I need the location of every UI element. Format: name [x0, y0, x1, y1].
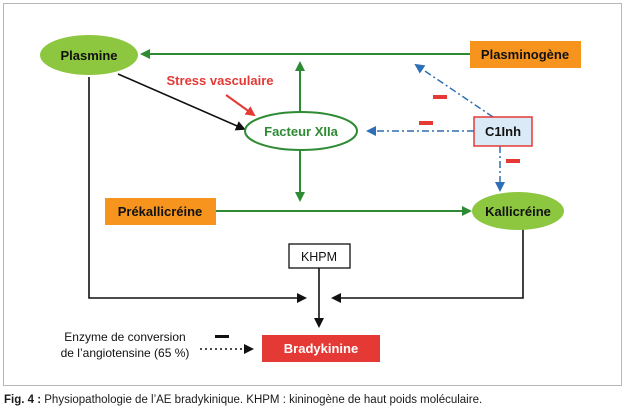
c1inh-label: C1Inh [485, 124, 521, 139]
c1inh-node [473, 116, 533, 147]
bradykinine-node [262, 335, 380, 362]
prekallicreine-node [105, 198, 216, 225]
bradykinine-label: Bradykinine [284, 341, 358, 356]
plasminogene-node [470, 41, 581, 68]
khpm-label: KHPM [301, 250, 337, 264]
kallicreine-node [472, 192, 564, 230]
khpm-node [288, 243, 351, 269]
arrow-plasmine-to-bradykinine [88, 77, 307, 303]
caption-label: Fig. 4 : [4, 394, 42, 406]
enzyme-label-line2: de l’angiotensine (65 %) [61, 346, 190, 360]
pathophysiology-diagram: Plasmine Plasminogène Stress vasculaire … [40, 35, 581, 362]
figure-caption: Fig. 4 : Physiopathologie de l’AE bradyk… [4, 394, 624, 406]
inhibition-mark-enzyme [215, 335, 229, 338]
arrow-plasmine-to-facteur [117, 73, 246, 131]
figure-frame [3, 3, 622, 386]
arrow-c1inh-to-plasminogene [414, 63, 494, 118]
facteur-xiia-node [244, 111, 358, 151]
prekallicreine-label: Prékallicréine [118, 204, 203, 219]
stress-label: Stress vasculaire [167, 73, 274, 88]
plasmine-label: Plasmine [60, 48, 117, 63]
kallicreine-label: Kallicréine [485, 204, 551, 219]
facteur-xiia-label: Facteur XIIa [264, 124, 338, 139]
plasminogene-label: Plasminogène [481, 47, 569, 62]
enzyme-label-line1: Enzyme de conversion [64, 330, 185, 344]
arrow-stress-to-facteur [225, 94, 256, 117]
inhibition-mark-plasminogene [433, 95, 447, 99]
caption-text: Physiopathologie de l’AE bradykinique. K… [41, 394, 483, 406]
arrow-kallicreine-to-bradykinine [331, 228, 524, 303]
plasmine-node [40, 35, 138, 75]
inhibition-mark-kallicreine [506, 159, 520, 163]
inhibition-mark-facteur [419, 121, 433, 125]
